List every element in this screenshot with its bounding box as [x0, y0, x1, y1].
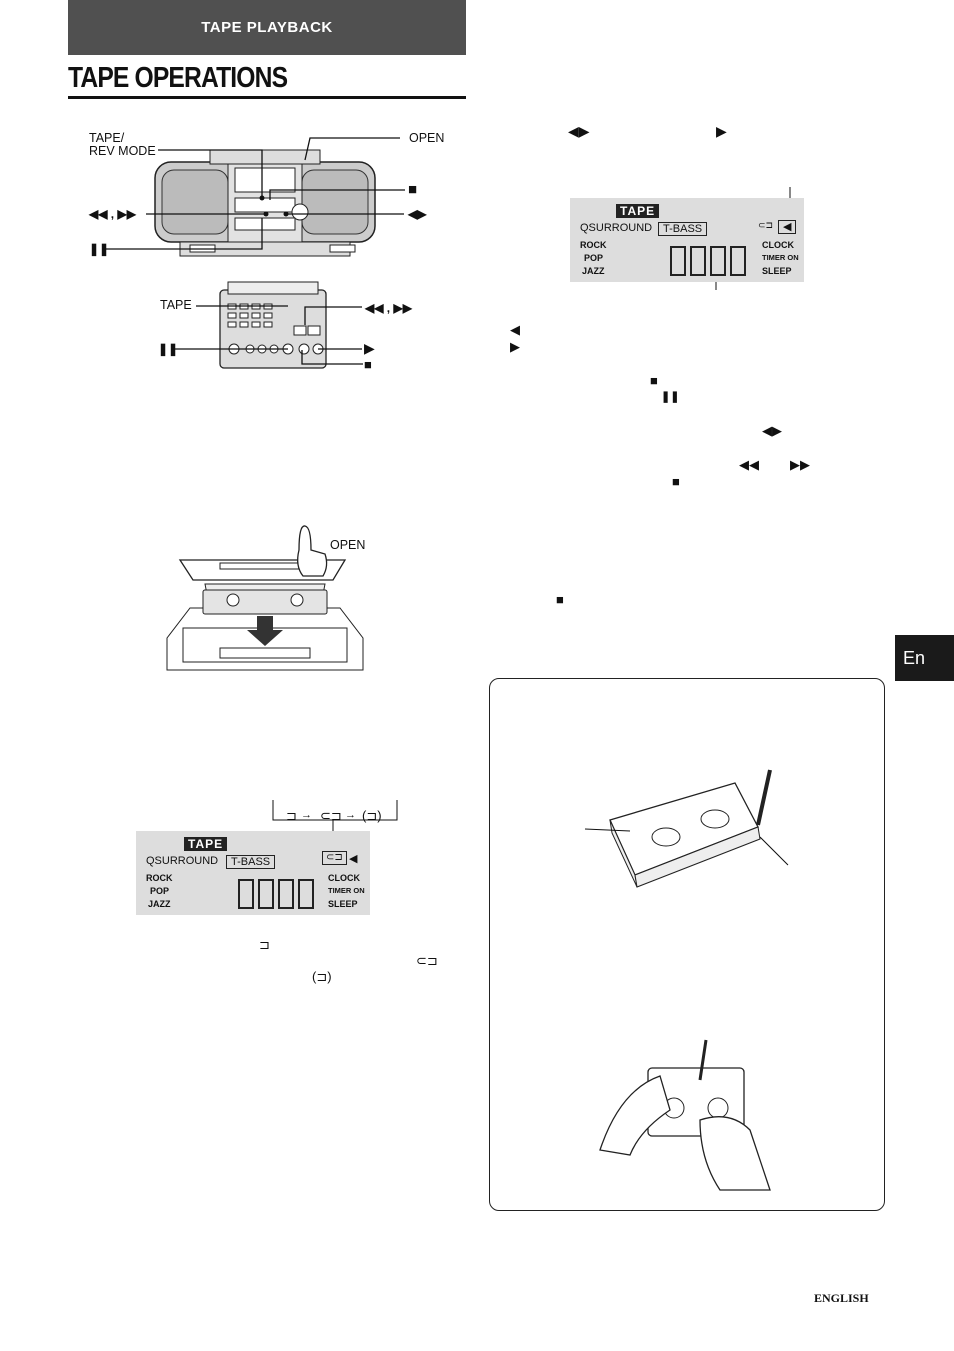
lcd-top-direction: ◀ — [778, 220, 797, 234]
lcd-rock: ROCK — [146, 873, 173, 883]
remote-label-tape: TAPE — [160, 298, 192, 312]
label-tape-rev-mode: TAPE/ REV MODE — [89, 131, 156, 158]
cassette-pencil-illustration — [599, 1039, 771, 1191]
rev-seq-arrow2: → — [345, 809, 356, 821]
cassette-tab-illustration — [584, 769, 789, 888]
footer-language: ENGLISH — [814, 1291, 869, 1305]
remote-label-pause: ❚❚ — [158, 342, 179, 356]
inline-mode-three: (⊐) — [312, 969, 332, 984]
page-title: TAPE OPERATIONS — [68, 62, 288, 94]
inline-play-pair-2: ◀▶ — [762, 423, 782, 438]
lcd-top-callouts — [715, 187, 791, 290]
lcd-timer-on: TIMER ON — [328, 886, 365, 895]
title-rule — [68, 96, 466, 99]
inline-ff: ▶▶ — [790, 457, 810, 472]
label-play: ◀▶ — [408, 207, 427, 221]
lcd-top-qsurround: QSURROUND — [580, 222, 653, 234]
lcd-direction: ◀ — [349, 853, 358, 865]
note-box — [489, 678, 885, 1211]
lcd-tbass: T-BASS — [226, 855, 276, 869]
open-label-fig2: OPEN — [330, 538, 366, 552]
lcd-counter — [238, 879, 314, 909]
remote-label-play: ▶ — [364, 340, 375, 356]
rev-seq-two: ⊂⊐ — [320, 808, 342, 823]
boombox-leader-lines — [104, 137, 405, 250]
lcd-top-counter — [670, 246, 746, 276]
remote-label-rew-ff: ◀◀ , ▶▶ — [365, 301, 412, 315]
inline-stop-1: ■ — [650, 373, 658, 388]
inline-play-pair: ◀▶ — [568, 123, 590, 139]
cassette-insert-illustration — [166, 525, 364, 671]
language-tab: En — [895, 635, 954, 681]
inline-mode-two: ⊂⊐ — [416, 953, 438, 968]
label-open: OPEN — [409, 131, 445, 145]
lcd-top-jazz: JAZZ — [582, 266, 605, 276]
inline-play-right: ▶ — [716, 123, 727, 139]
rev-seq-arrow1: → — [301, 809, 312, 821]
inline-pause-1: ❚❚ — [661, 391, 680, 403]
lcd-tape-badge: TAPE — [184, 837, 228, 851]
rev-sequence-bracket — [272, 800, 398, 821]
rev-seq-one: ⊐ — [286, 808, 297, 823]
label-pause: ❚❚ — [89, 242, 110, 256]
section-banner: TAPE PLAYBACK — [68, 0, 466, 55]
lcd-qsurround: QSURROUND — [146, 855, 219, 867]
inline-left-tri: ◀ — [510, 322, 520, 337]
lcd-top-rev: ⊂⊐ — [758, 220, 774, 230]
lcd-top-clock: CLOCK — [762, 240, 794, 250]
lcd-sleep: SLEEP — [328, 899, 358, 909]
lcd-top-tape-badge: TAPE — [616, 204, 660, 218]
lcd-rev-indicator: ⊂⊐ — [322, 851, 347, 865]
remote-label-stop: ■ — [364, 357, 372, 372]
lcd-pop: POP — [150, 886, 170, 896]
lcd-display-bottom: TAPE QSURROUND T-BASS ROCK POP JAZZ ⊂⊐ ◀… — [136, 831, 370, 915]
lcd-top-pop: POP — [584, 253, 604, 263]
lcd-top-tbass: T-BASS — [658, 222, 708, 236]
inline-mode-one: ⊐ — [259, 937, 270, 952]
rev-seq-three: (⊐) — [362, 808, 382, 823]
inline-stop-2: ■ — [672, 474, 680, 489]
lcd-display-top: TAPE QSURROUND T-BASS ROCK POP JAZZ ⊂⊐ ◀… — [570, 198, 804, 282]
lcd-top-rock: ROCK — [580, 240, 607, 250]
inline-rew: ◀◀ — [739, 457, 759, 472]
label-rew-ff: ◀◀ , ▶▶ — [89, 207, 136, 221]
lcd-top-sleep: SLEEP — [762, 266, 792, 276]
lcd-clock: CLOCK — [328, 873, 360, 883]
lcd-jazz: JAZZ — [148, 899, 171, 909]
lcd-top-timer-on: TIMER ON — [762, 253, 799, 262]
remote-leader-lines — [173, 305, 363, 365]
inline-right-tri: ▶ — [510, 339, 520, 354]
inline-stop-3: ■ — [556, 592, 564, 607]
boombox-illustration — [154, 149, 376, 257]
label-stop: ■ — [408, 181, 418, 198]
